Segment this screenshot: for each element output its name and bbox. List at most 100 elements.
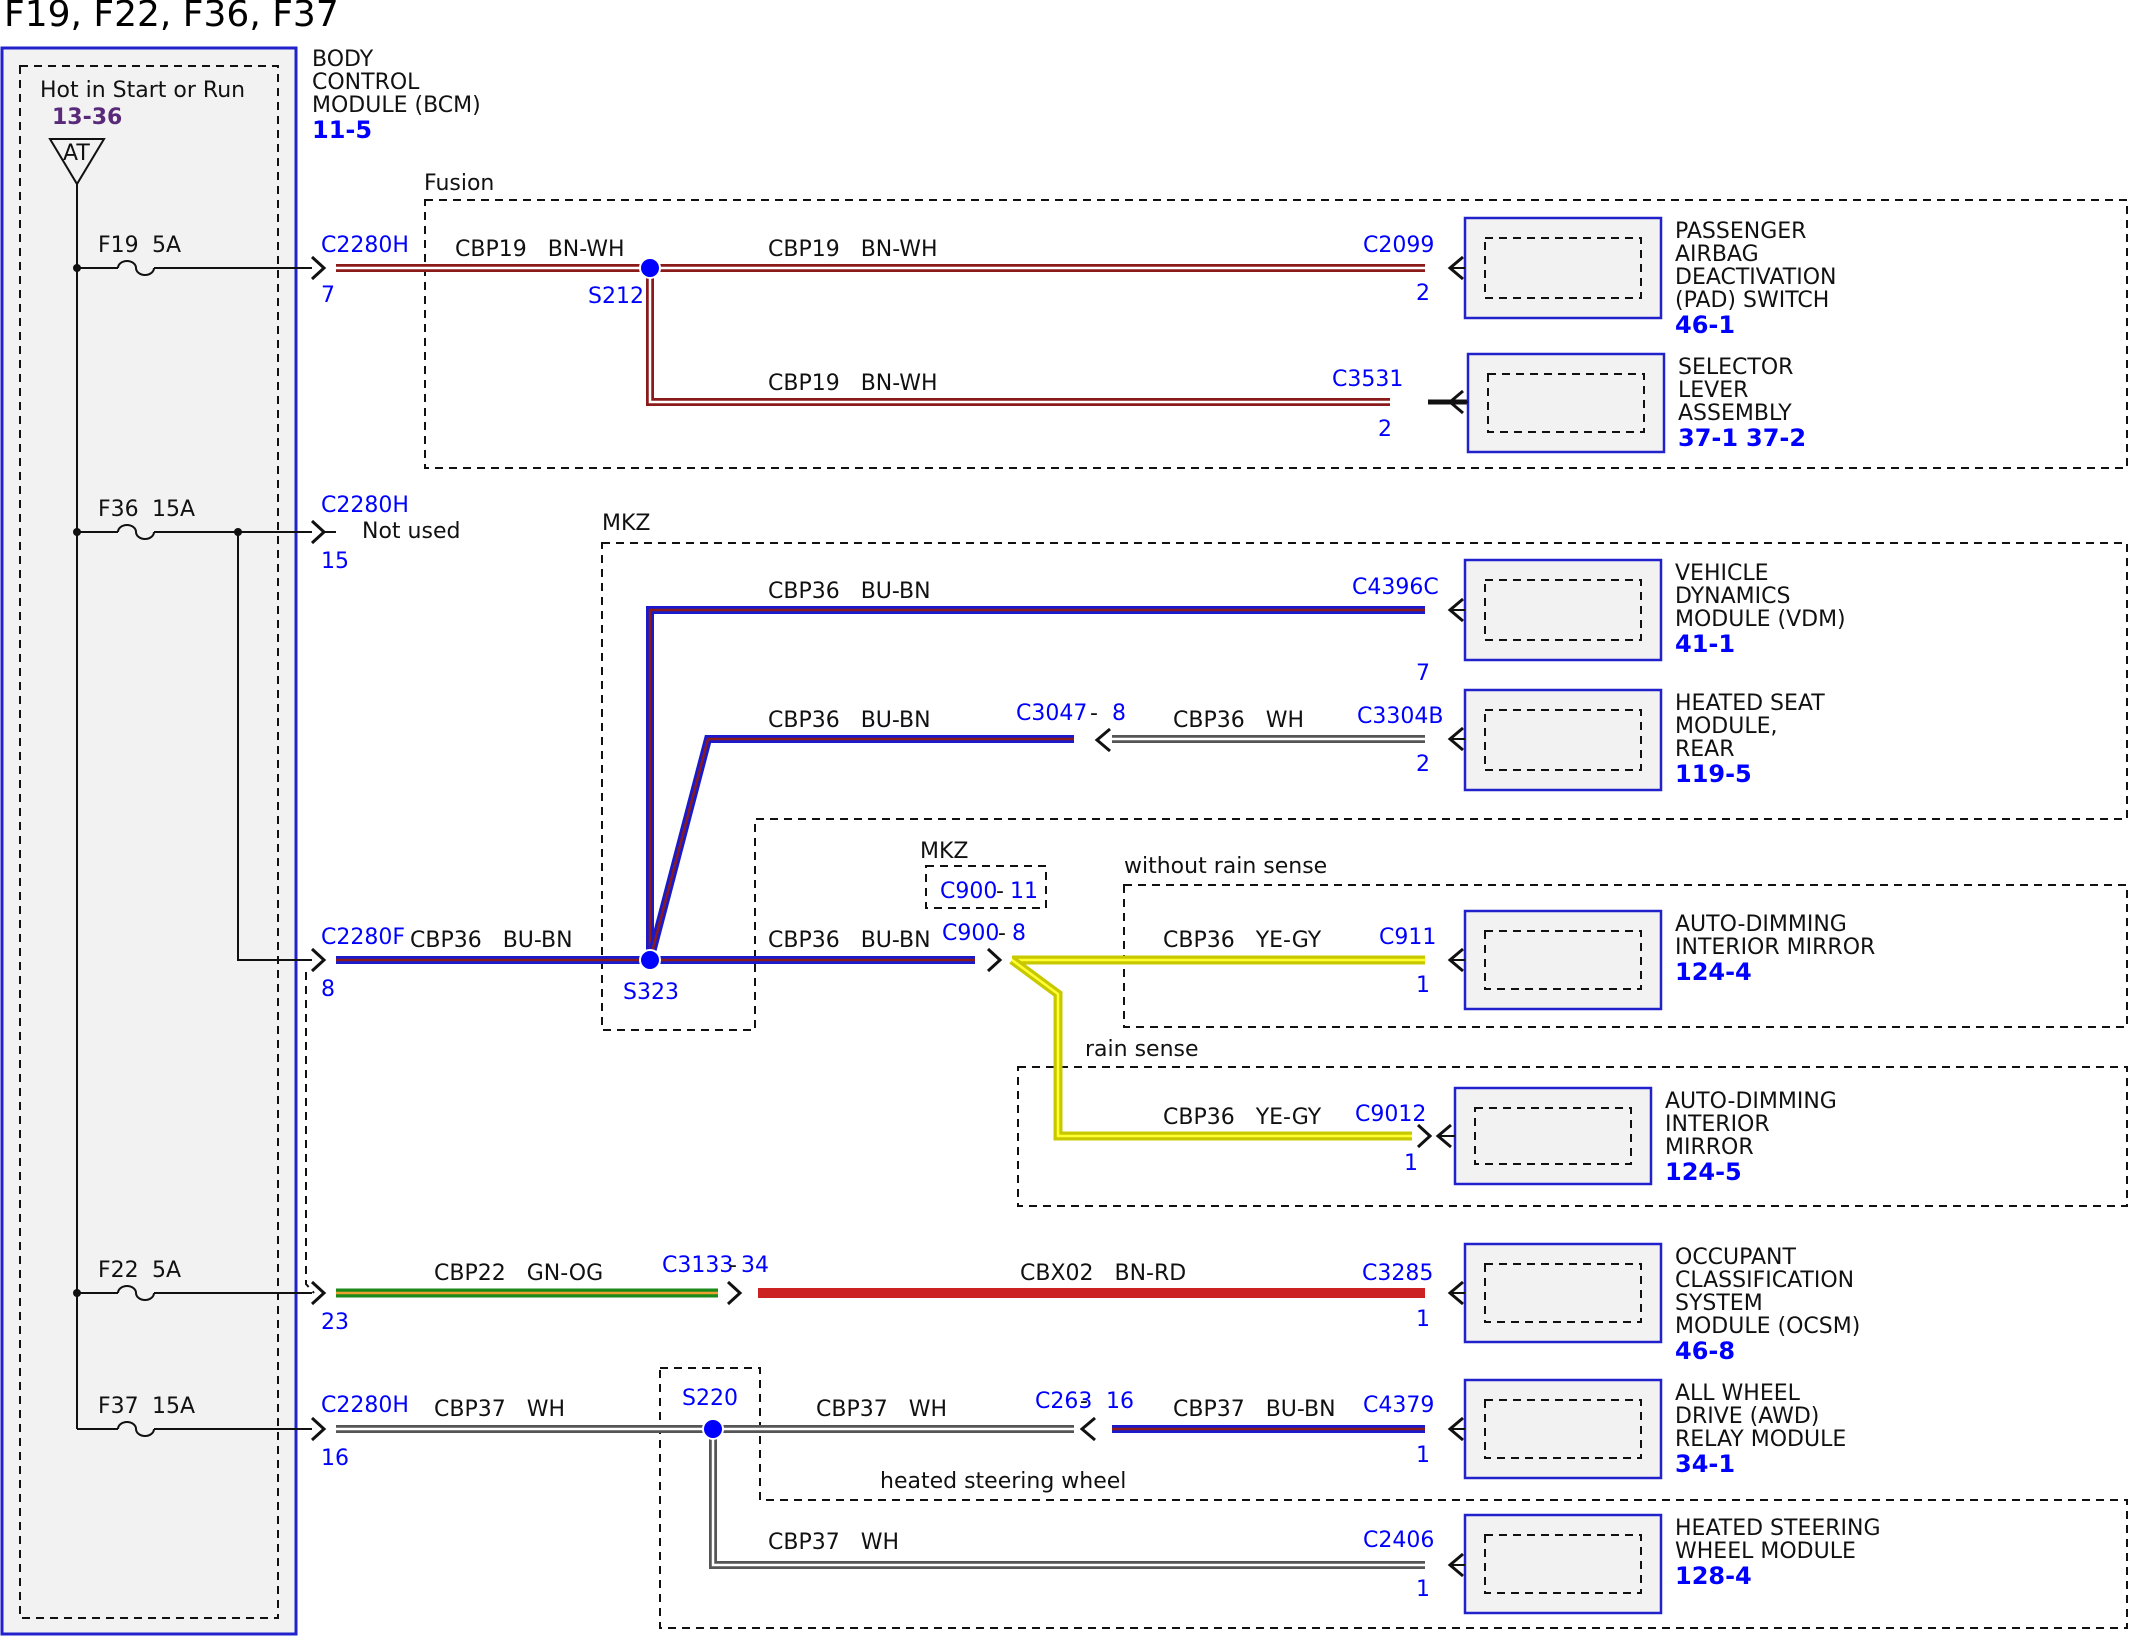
- wire-cbp37-s220-c2406: [709, 1429, 1425, 1569]
- svg-text:CBP36 BU-BN: CBP36 BU-BN: [410, 928, 573, 953]
- module-name-line: OCCUPANT: [1675, 1245, 1797, 1270]
- svg-text:C3047: C3047: [1016, 701, 1087, 726]
- svg-text:CBP36 YE-GY: CBP36 YE-GY: [1163, 928, 1322, 953]
- module-ref-link[interactable]: 34-1: [1675, 1450, 1735, 1478]
- wire-layer: [336, 264, 1468, 1569]
- module-name-line: DRIVE (AWD): [1675, 1404, 1819, 1429]
- module-name-line: HEATED STEERING: [1675, 1516, 1881, 1541]
- svg-text:CBP36 WH: CBP36 WH: [1173, 708, 1304, 733]
- svg-text:8: 8: [1012, 921, 1026, 946]
- module-ref-link[interactable]: 124-5: [1665, 1158, 1742, 1186]
- fuse-f36[interactable]: F36 15A: [73, 497, 312, 961]
- svg-text:C911: C911: [1379, 925, 1436, 950]
- at-symbol: [48, 138, 106, 186]
- module-name-line: MODULE (VDM): [1675, 607, 1846, 632]
- svg-text:-: -: [1090, 701, 1098, 726]
- svg-text:1: 1: [1416, 1443, 1430, 1468]
- fuse-name: F36: [98, 497, 139, 522]
- svg-text:CBP19 BN-WH: CBP19 BN-WH: [768, 237, 938, 262]
- fuse-rating: 5A: [152, 233, 181, 258]
- svg-text:8: 8: [321, 977, 335, 1002]
- group-fusion-label: Fusion: [424, 171, 494, 196]
- bcm-connector-arrows: [310, 255, 336, 1442]
- splice-s220[interactable]: S220: [682, 1386, 738, 1440]
- svg-text:CBP19 BN-WH: CBP19 BN-WH: [768, 371, 938, 396]
- svg-text:CBP36 YE-GY: CBP36 YE-GY: [1163, 1105, 1322, 1130]
- svg-text:2: 2: [1416, 752, 1430, 777]
- bcm-ref[interactable]: 11-5: [312, 116, 372, 144]
- wire-cbp36-s323-c3047: [646, 735, 1074, 962]
- svg-text:CBP36 BU-BN: CBP36 BU-BN: [768, 928, 931, 953]
- group-without-rain-label: without rain sense: [1124, 854, 1327, 879]
- module-ref-link[interactable]: 124-4: [1675, 958, 1752, 986]
- module-name-line: LEVER: [1678, 378, 1748, 403]
- module-name-line: MODULE,: [1675, 714, 1778, 739]
- svg-text:CBP36 BU-BN: CBP36 BU-BN: [768, 708, 931, 733]
- group-fusion: [424, 199, 2128, 469]
- splice-s323[interactable]: S323: [623, 949, 679, 1005]
- svg-text:CBP37 WH: CBP37 WH: [434, 1397, 565, 1422]
- wire-cbp19-s212-c3531: [646, 268, 1390, 406]
- splice-s212[interactable]: S212: [588, 257, 661, 309]
- module-name-line: MIRROR: [1665, 1135, 1754, 1160]
- module-name-line: VEHICLE: [1675, 561, 1769, 586]
- group-heated-wheel-label: heated steering wheel: [880, 1469, 1126, 1494]
- module-ref-link[interactable]: 37-2: [1746, 424, 1806, 452]
- svg-text:16: 16: [1106, 1389, 1134, 1414]
- fuse-f37[interactable]: F37 15A: [77, 1394, 312, 1437]
- fuse-rating: 15A: [152, 1394, 195, 1419]
- module-name-line: HEATED SEAT: [1675, 691, 1825, 716]
- module-ref-link[interactable]: 41-1: [1675, 630, 1735, 658]
- module-name-line: WHEEL MODULE: [1675, 1539, 1856, 1564]
- inline-connector-arrows: [726, 727, 1433, 1442]
- fuse-name: F19: [98, 233, 139, 258]
- svg-text:7: 7: [321, 283, 335, 308]
- module-name-line: (PAD) SWITCH: [1675, 288, 1829, 313]
- svg-text:C3285: C3285: [1362, 1261, 1433, 1286]
- fuse-name: F22: [98, 1258, 139, 1283]
- group-mkz-label: MKZ: [602, 511, 650, 536]
- group-rain: [1017, 1066, 2128, 1207]
- fuse-f22[interactable]: F22 5A: [73, 1258, 312, 1301]
- module-name-line: DEACTIVATION: [1675, 265, 1836, 290]
- module-name-line: AUTO-DIMMING: [1665, 1089, 1837, 1114]
- svg-text:C4379: C4379: [1363, 1393, 1434, 1418]
- svg-text:CBP19 BN-WH: CBP19 BN-WH: [455, 237, 625, 262]
- svg-text:1: 1: [1416, 1577, 1430, 1602]
- fuse-box-ref[interactable]: 13-36: [52, 105, 122, 130]
- fuse-rating: 15A: [152, 497, 195, 522]
- svg-text:8: 8: [1112, 701, 1126, 726]
- module-ref-link[interactable]: 46-1: [1675, 311, 1735, 339]
- svg-text:C2280H: C2280H: [321, 233, 409, 258]
- svg-text:CBP37 WH: CBP37 WH: [768, 1530, 899, 1555]
- svg-text:2: 2: [1416, 281, 1430, 306]
- svg-text:CBP22 GN-OG: CBP22 GN-OG: [434, 1261, 603, 1286]
- module-name-line: SYSTEM: [1675, 1291, 1763, 1316]
- module-ref-link[interactable]: 37-1: [1678, 424, 1738, 452]
- module-ref-link[interactable]: 46-8: [1675, 1337, 1735, 1365]
- svg-text:23: 23: [321, 1310, 349, 1335]
- module-name-line: ALL WHEEL: [1675, 1381, 1801, 1406]
- svg-text:CBP37 WH: CBP37 WH: [816, 1397, 947, 1422]
- svg-text:CBX02 BN-RD: CBX02 BN-RD: [1020, 1261, 1186, 1286]
- connector-labels: C2280H 7 C2280H 15 Not used C2280F 8 23 …: [321, 233, 1443, 1602]
- svg-text:MODULE (BCM): MODULE (BCM): [312, 93, 481, 118]
- svg-text:CBP36 BU-BN: CBP36 BU-BN: [768, 579, 931, 604]
- svg-text:-: -: [729, 1253, 737, 1278]
- fuse-f19[interactable]: F19 5A: [73, 233, 312, 276]
- module-ref-link[interactable]: 128-4: [1675, 1562, 1752, 1590]
- module-ref-link[interactable]: 119-5: [1675, 760, 1752, 788]
- svg-text:16: 16: [321, 1446, 349, 1471]
- fuse-box-outline: [19, 65, 279, 1619]
